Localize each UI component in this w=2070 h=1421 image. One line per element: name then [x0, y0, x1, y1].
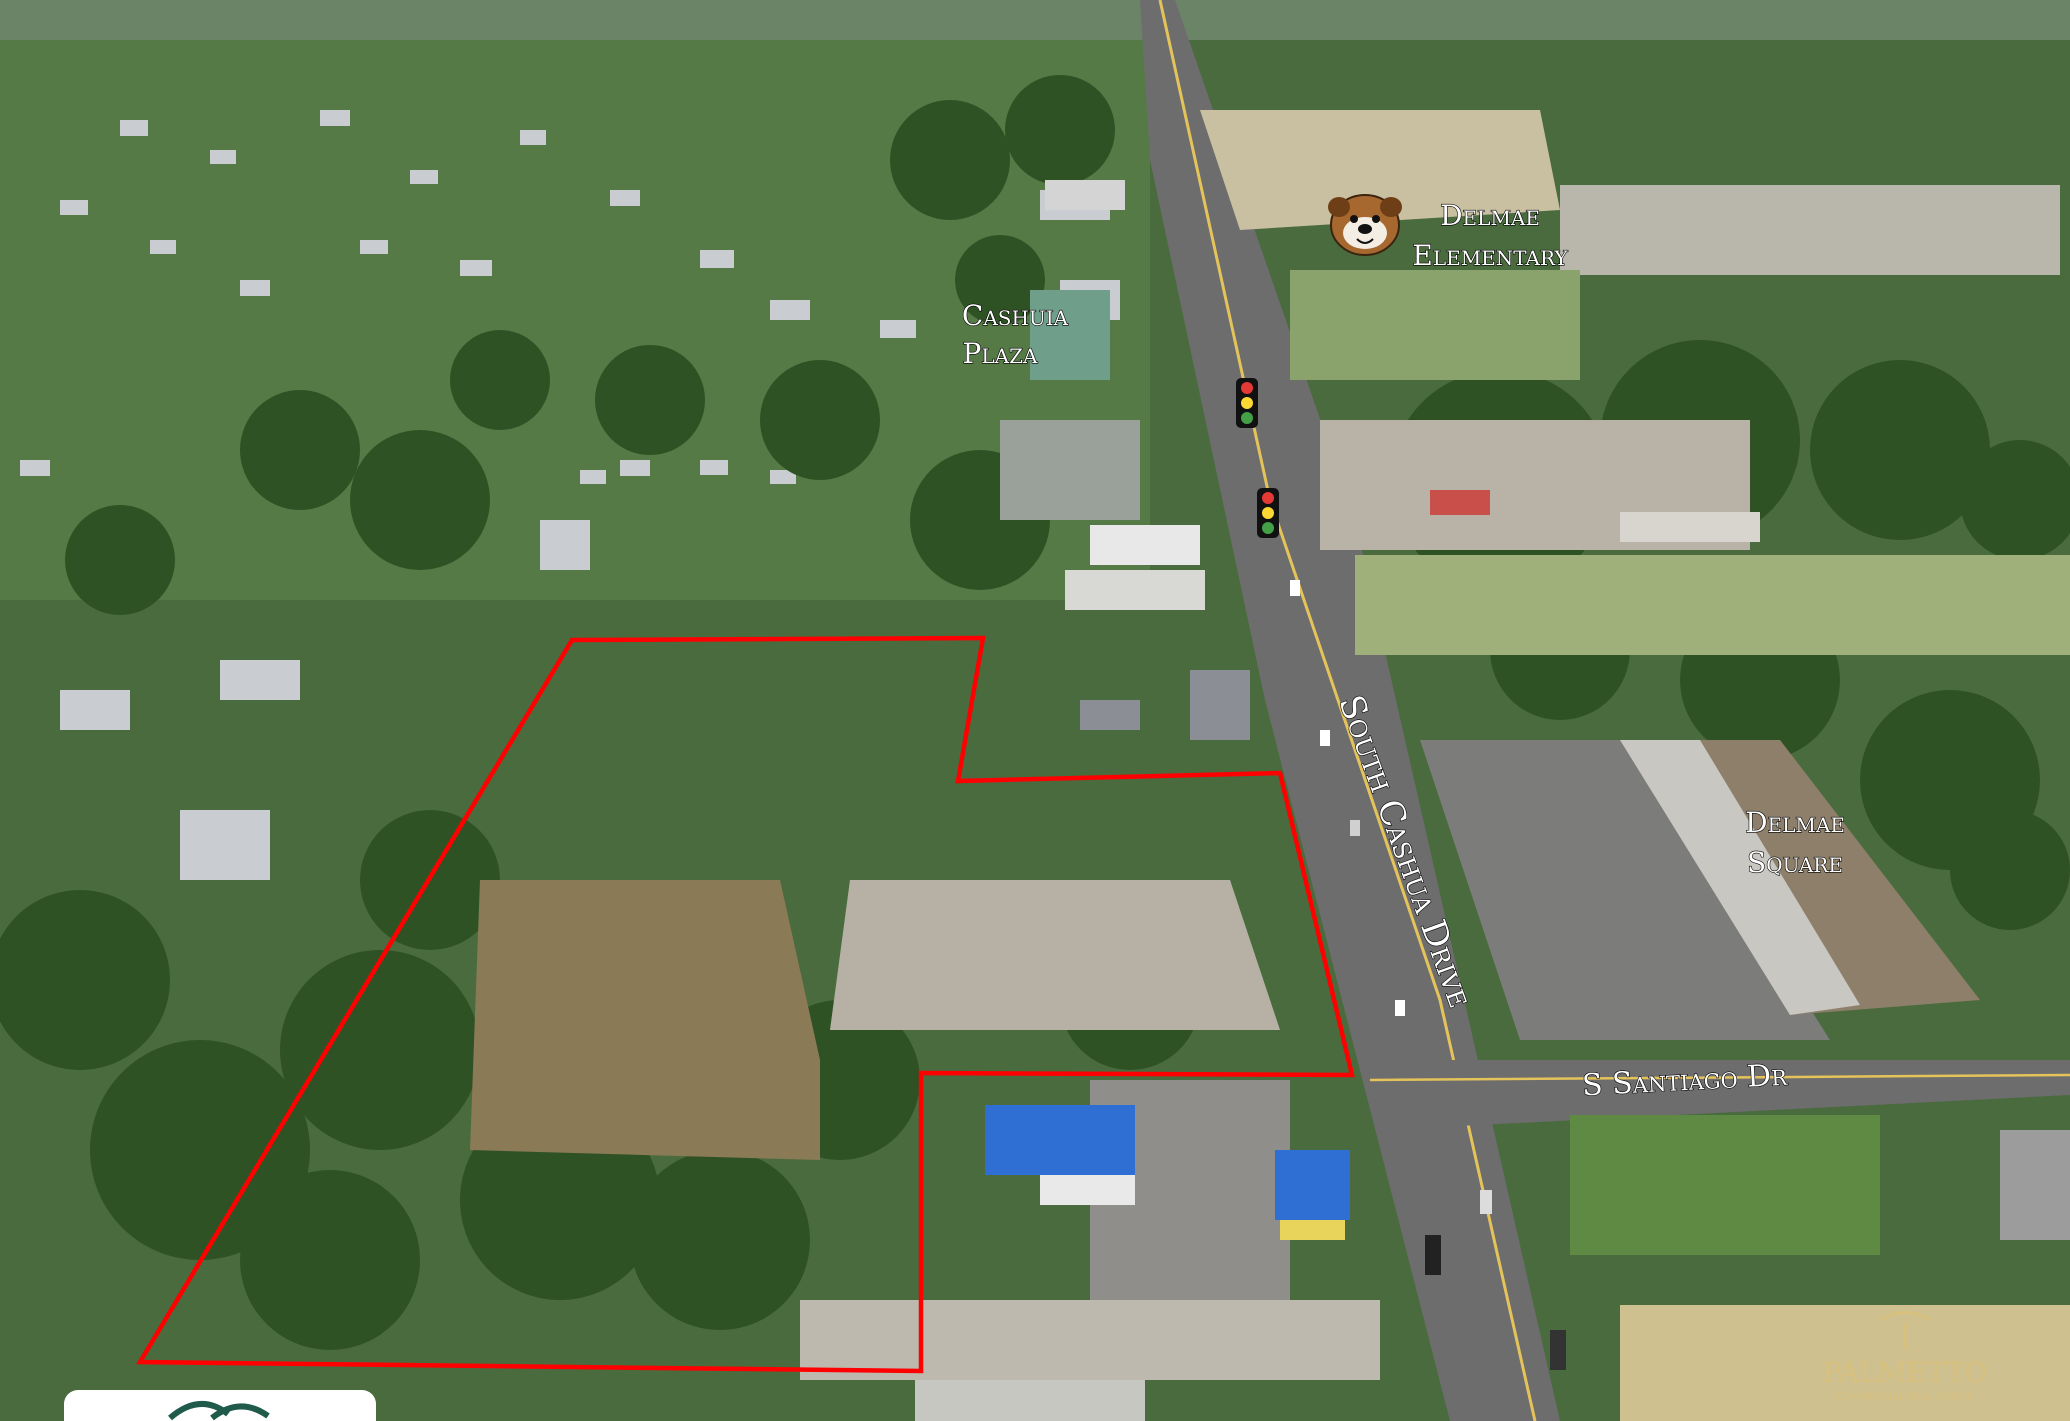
southeast-lawn [1570, 1115, 1880, 1255]
tree-canopy [0, 75, 2070, 1350]
label-cashuia-plaza-1: Cashuia [962, 299, 1069, 332]
blue-roof-building-2-wall [1280, 1220, 1345, 1240]
delmae-square-roof-front [1620, 740, 1860, 1015]
palm-logo-icon [64, 1390, 376, 1421]
property-boundary [136, 635, 1355, 1374]
neighborhood-houses [20, 110, 1120, 880]
gravel-pad [830, 880, 1280, 1030]
blue-roof-building-1 [985, 1105, 1135, 1175]
southeast-sandlot [1620, 1305, 2070, 1421]
delmae-elementary-grounds [1200, 110, 1560, 230]
east-field [1355, 555, 2070, 655]
gravel-road-south [800, 1300, 1380, 1380]
blue-roof-building-1-wall [1040, 1175, 1135, 1205]
traffic-light-icon [1257, 488, 1279, 538]
watermark-palm-icon [1879, 1311, 1931, 1350]
watermark-brand: PALMETTO [1822, 1356, 1987, 1389]
delmae-square-parking [1420, 740, 1830, 1040]
label-delmae-square-1: Delmae [1745, 806, 1845, 839]
shop-strip-east [1620, 512, 1760, 542]
school-building [1560, 185, 2060, 275]
roadside-buildings-west [1000, 180, 1250, 740]
shed-south [915, 1380, 1145, 1421]
bulldog-mascot-icon [1328, 194, 1402, 256]
label-delmae-elementary-2: Elementary [1412, 239, 1568, 272]
traffic-light-icon [1236, 378, 1258, 428]
school-field [1290, 270, 1580, 380]
southeast-building [2000, 1130, 2070, 1240]
watermark-tagline: COMMERCIAL REAL ESTATE [1837, 1392, 1973, 1403]
label-cashuia-plaza-2: Plaza [963, 337, 1038, 370]
shop-red-roof [1430, 490, 1490, 515]
watermark-logo: PALMETTO COMMERCIAL REAL ESTATE [1822, 1311, 1988, 1403]
blue-roof-building-2 [1275, 1150, 1350, 1220]
santiago-center-line [1369, 1073, 2070, 1082]
label-delmae-square-2: Square [1747, 846, 1843, 879]
cars [1290, 580, 1566, 1370]
cleared-lot [470, 880, 820, 1160]
horizon-area [0, 0, 2070, 40]
label-delmae-elementary-1: Delmae [1440, 199, 1540, 232]
